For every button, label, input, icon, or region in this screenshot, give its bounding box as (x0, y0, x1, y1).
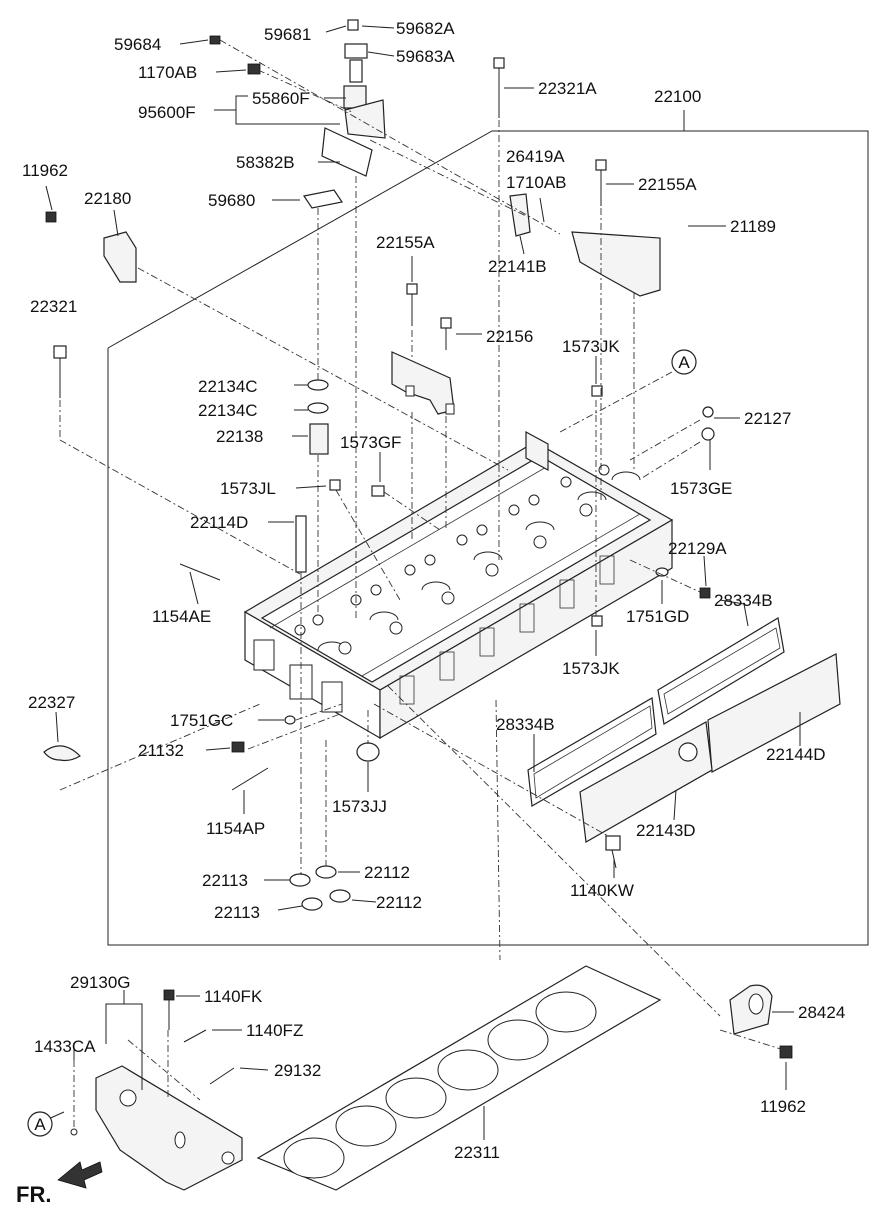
label-1710ab[interactable]: 1710AB (506, 173, 567, 192)
label-1154ap[interactable]: 1154AP (206, 819, 265, 838)
label-22127[interactable]: 22127 (744, 409, 791, 428)
label-22134c-a[interactable]: 22134C (198, 377, 258, 396)
label-22321a[interactable]: 22321A (538, 79, 597, 98)
sensor-assembly (209, 19, 386, 177)
rear-housing (70, 1065, 243, 1191)
label-22112-b[interactable]: 22112 (376, 893, 422, 912)
label-28334b-top[interactable]: 28334B (714, 591, 773, 610)
label-1573jk-bot[interactable]: 1573JK (562, 659, 620, 678)
label-59684[interactable]: 59684 (114, 35, 161, 54)
label-22138[interactable]: 22138 (216, 427, 263, 446)
label-22155a-top[interactable]: 22155A (638, 175, 697, 194)
label-21132[interactable]: 21132 (138, 741, 184, 760)
label-1573jj[interactable]: 1573JJ (332, 797, 387, 816)
label-1573ge[interactable]: 1573GE (670, 479, 732, 498)
label-22143d[interactable]: 22143D (636, 821, 696, 840)
reference-markers: A A (27, 349, 697, 1137)
ref-circle-a-bottom (27, 1111, 53, 1137)
leader-lines (45, 25, 801, 1140)
label-22327[interactable]: 22327 (28, 693, 75, 712)
label-1573jk-top[interactable]: 1573JK (562, 337, 620, 356)
manifold-gaskets (527, 617, 841, 843)
front-label: FR. (16, 1182, 51, 1207)
label-1751gd[interactable]: 1751GD (626, 607, 689, 626)
label-58382b[interactable]: 58382B (236, 153, 295, 172)
label-22113-b[interactable]: 22113 (214, 903, 260, 922)
label-59680[interactable]: 59680 (208, 191, 255, 210)
label-11962-top[interactable]: 11962 (22, 161, 68, 180)
label-22156[interactable]: 22156 (486, 327, 533, 346)
cam-caps (103, 189, 661, 415)
label-22311[interactable]: 22311 (454, 1143, 500, 1162)
label-1140fk[interactable]: 1140FK (204, 987, 263, 1006)
assembly-frame (107, 130, 869, 946)
label-22112-a[interactable]: 22112 (364, 863, 410, 882)
label-59683a[interactable]: 59683A (396, 47, 455, 66)
label-59681[interactable]: 59681 (264, 25, 311, 44)
label-1751gc[interactable]: 1751GC (170, 711, 233, 730)
label-22180[interactable]: 22180 (84, 189, 131, 208)
label-21189[interactable]: 21189 (730, 217, 776, 236)
front-indicator: FR. (16, 1161, 103, 1207)
cylinder-head (243, 430, 674, 740)
label-22129a[interactable]: 22129A (668, 539, 727, 558)
seals-and-plugs (43, 379, 715, 911)
part-labels: 59684 59681 59682A 59683A 1170AB 55860F … (22, 19, 845, 1162)
label-1170ab[interactable]: 1170AB (138, 63, 197, 82)
label-22134c-b[interactable]: 22134C (198, 401, 258, 420)
label-29132[interactable]: 29132 (274, 1061, 321, 1080)
ref-a-top: A (678, 353, 690, 372)
label-28424[interactable]: 28424 (798, 1003, 845, 1022)
bolts (45, 57, 793, 1085)
label-1573gf[interactable]: 1573GF (340, 433, 401, 452)
label-22321[interactable]: 22321 (30, 297, 77, 316)
label-29130g[interactable]: 29130G (70, 973, 131, 992)
label-55860f[interactable]: 55860F (252, 89, 310, 108)
label-1154ae[interactable]: 1154AE (152, 607, 211, 626)
ref-a-bottom: A (34, 1115, 46, 1134)
label-1140kw[interactable]: 1140KW (570, 881, 634, 900)
label-22144d[interactable]: 22144D (766, 745, 826, 764)
label-1140fz[interactable]: 1140FZ (246, 1021, 303, 1040)
label-95600f[interactable]: 95600F (138, 103, 196, 122)
label-59682a[interactable]: 59682A (396, 19, 455, 38)
dashed-centerlines (59, 39, 785, 1128)
head-gasket (256, 965, 662, 1191)
label-22141b[interactable]: 22141B (488, 257, 547, 276)
label-11962-bot[interactable]: 11962 (760, 1097, 806, 1116)
label-22100[interactable]: 22100 (654, 87, 701, 106)
label-1573jl[interactable]: 1573JL (220, 479, 276, 498)
label-22113-a[interactable]: 22113 (202, 871, 248, 890)
label-26419a[interactable]: 26419A (506, 147, 565, 166)
front-arrow-icon (57, 1161, 103, 1189)
label-22114d[interactable]: 22114D (190, 513, 248, 532)
ref-circle-a-top (671, 349, 697, 375)
label-22155a-mid[interactable]: 22155A (376, 233, 435, 252)
label-28334b-bot[interactable]: 28334B (496, 715, 555, 734)
lifting-bracket (729, 984, 773, 1035)
label-1433ca[interactable]: 1433CA (34, 1037, 96, 1056)
